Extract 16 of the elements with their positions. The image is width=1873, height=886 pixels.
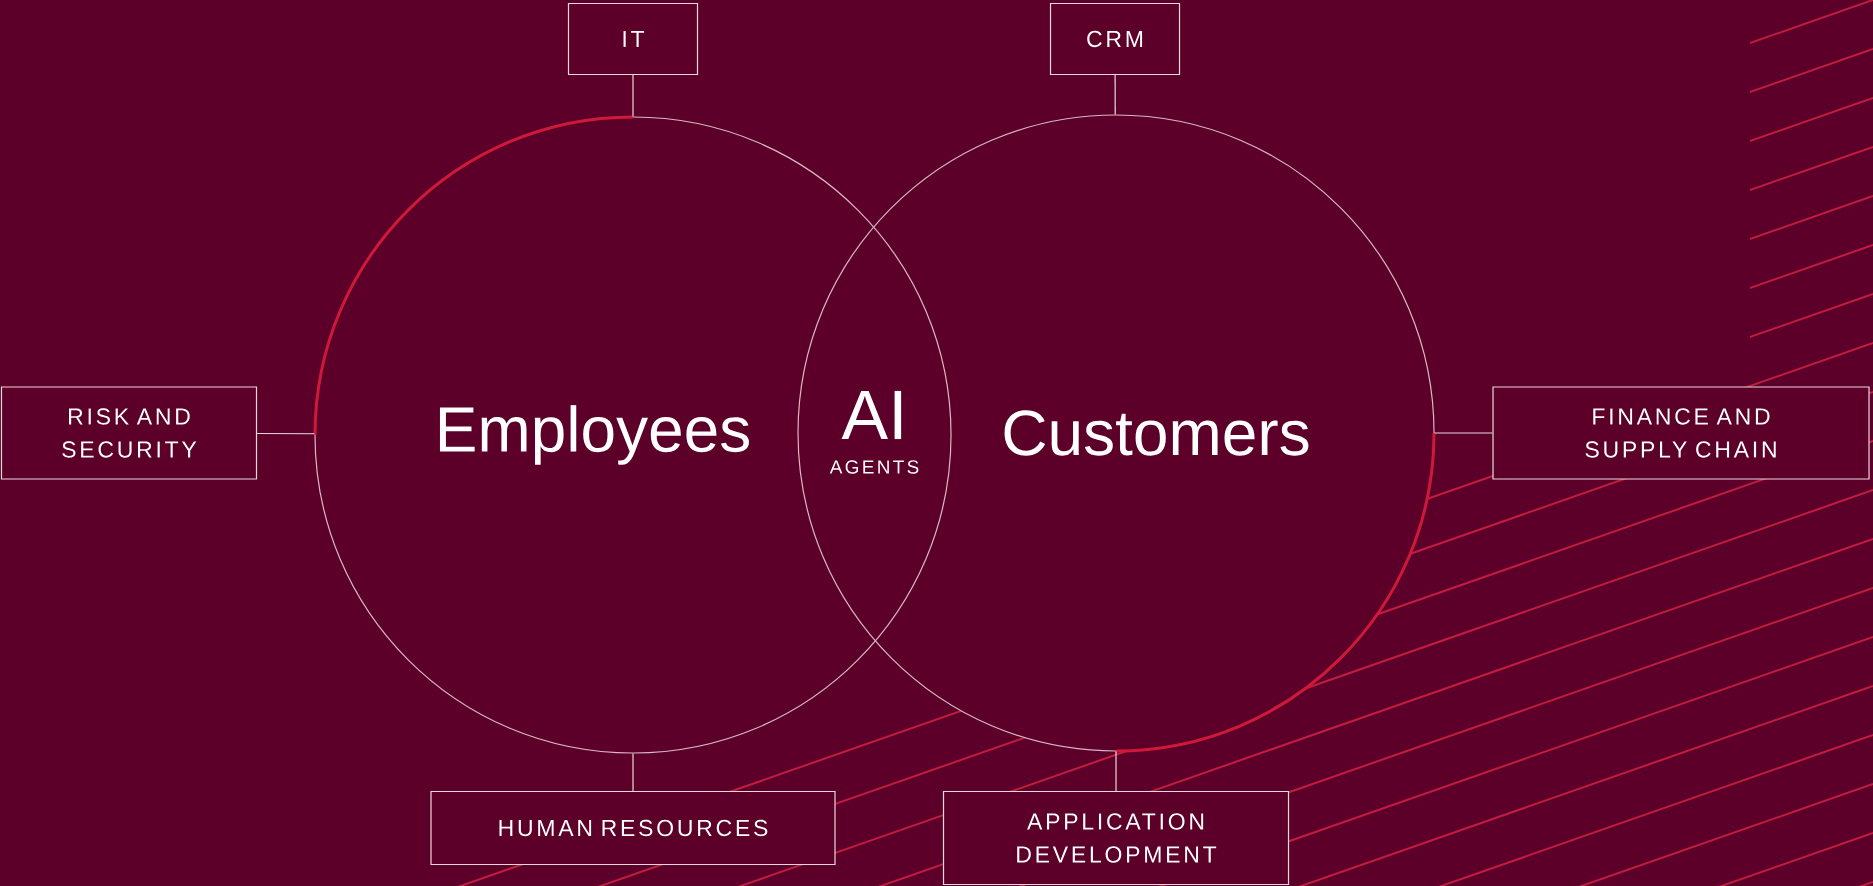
connector-line [1114,74,1116,115]
connector-line [1115,751,1117,792]
connector-line [632,753,634,792]
overlap-title: AI [841,390,902,440]
category-box: RISK AND SECURITY [0,386,258,480]
category-box: HUMAN RESOURCES [430,790,836,866]
category-box: IT [567,2,699,76]
connector-line [1434,432,1493,434]
category-box: FINANCE AND SUPPLY CHAIN [1492,386,1870,480]
connector-line [256,432,316,435]
category-box: CRM [1049,2,1181,76]
circle-title: Employees [439,405,749,465]
overlap-subtitle: AGENTS [829,460,919,474]
category-box: APPLICATION DEVELOPMENT [942,790,1290,886]
connector-line [632,74,634,117]
circle-title: Customers [1004,410,1309,456]
